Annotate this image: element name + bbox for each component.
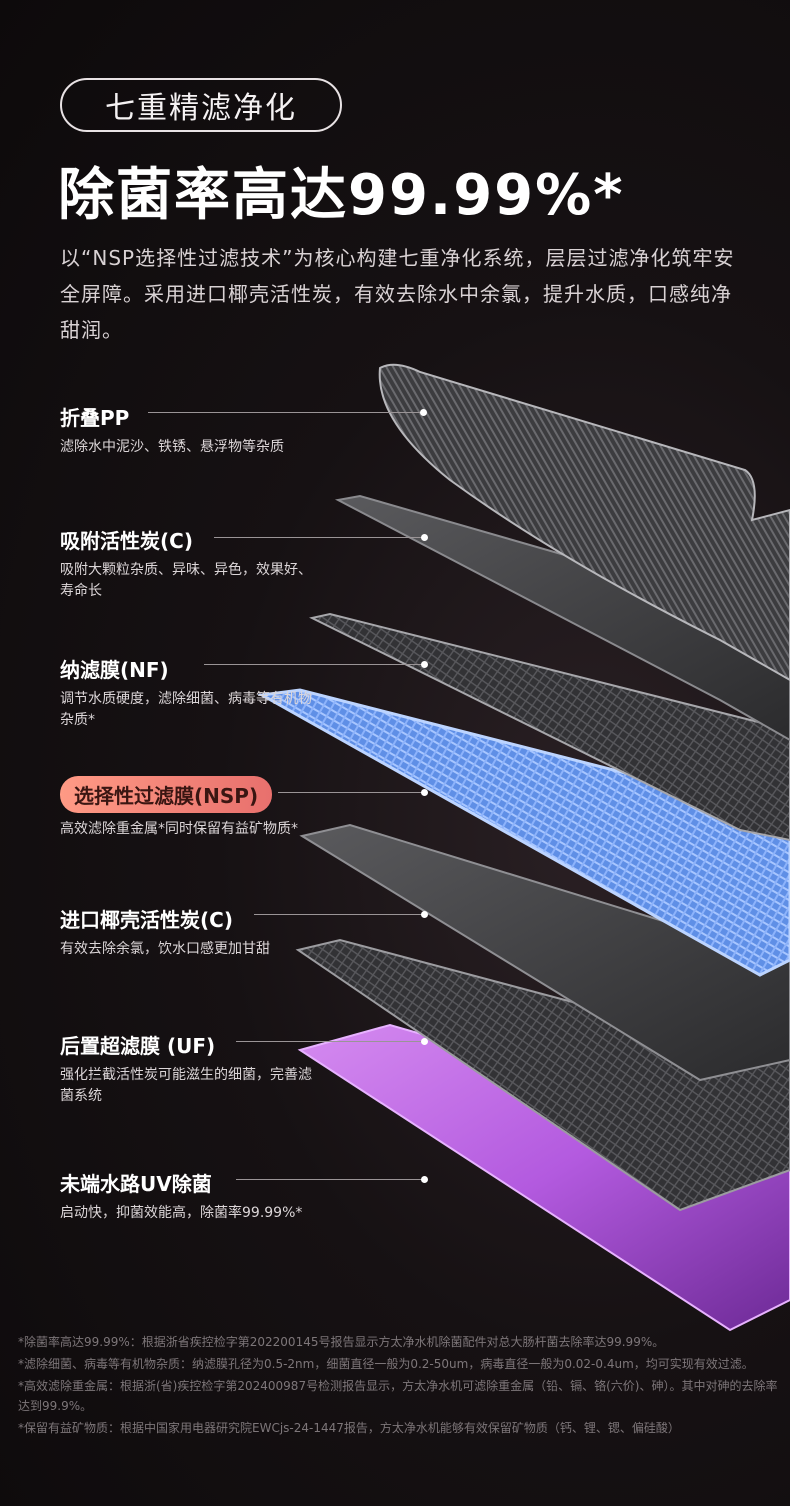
label-activated-carbon-desc: 吸附大颗粒杂质、异味、异色，效果好、寿命长 [60, 562, 312, 599]
layer-activated-carbon [334, 494, 790, 742]
label-uf-desc: 强化拦截活性炭可能滋生的细菌，完善滤菌系统 [60, 1067, 312, 1104]
label-coconut-carbon-desc: 有效去除余氯，饮水口感更加甘甜 [60, 941, 270, 957]
label-activated-carbon-title: 吸附活性炭(C) [60, 529, 193, 553]
leader-dot [420, 409, 427, 416]
label-activated-carbon: 吸附活性炭(C) 吸附大颗粒杂质、异味、异色，效果好、寿命长 [60, 525, 320, 602]
leader-dot [421, 789, 428, 796]
label-nsp-title: 选择性过滤膜(NSP) [60, 776, 273, 813]
label-pp-desc: 滤除水中泥沙、铁锈、悬浮物等杂质 [60, 439, 284, 455]
footnote: *除菌率高达99.99%：根据浙省疾控检字第202200145号报告显示方太净水… [18, 1335, 665, 1349]
label-nsp: 选择性过滤膜(NSP) 高效滤除重金属*同时保留有益矿物质* [60, 776, 320, 840]
label-uv: 未端水路UV除菌 启动快，抑菌效能高，除菌率99.99%* [60, 1168, 320, 1224]
layer-pp [378, 363, 790, 682]
leader-dot [421, 911, 428, 918]
layer-uf [295, 938, 790, 1212]
label-uv-desc: 启动快，抑菌效能高，除菌率99.99%* [60, 1205, 303, 1221]
label-coconut-carbon-title: 进口椰壳活性炭(C) [60, 908, 233, 932]
leader-line [214, 537, 424, 538]
footnote: *高效滤除重金属：根据浙(省)疾控检字第202400987号检测报告显示，方太净… [18, 1379, 778, 1413]
layer-nsp [257, 688, 790, 977]
label-pp-title: 折叠PP [60, 406, 130, 430]
leader-line [148, 412, 423, 413]
page-title: 除菌率高达99.99%* [58, 163, 625, 228]
leader-line [254, 914, 424, 915]
footnote: *滤除细菌、病毒等有机物杂质：纳滤膜孔径为0.5-2nm，细菌直径一般为0.2-… [18, 1357, 754, 1371]
intro-paragraph: 以“NSP选择性过滤技术”为核心构建七重净化系统，层层过滤净化筑牢安全屏障。采用… [60, 246, 735, 342]
layer-coconut-carbon [299, 823, 790, 1082]
layer-nf [309, 612, 790, 842]
label-coconut-carbon: 进口椰壳活性炭(C) 有效去除余氯，饮水口感更加甘甜 [60, 904, 320, 960]
leader-dot [421, 1176, 428, 1183]
leader-dot [421, 534, 428, 541]
leader-dot [421, 1038, 428, 1045]
footnotes: *除菌率高达99.99%：根据浙省疾控检字第202200145号报告显示方太净水… [18, 1332, 778, 1440]
section-badge: 七重精滤净化 [60, 78, 342, 132]
layer-uv [297, 1023, 790, 1332]
label-nf: 纳滤膜(NF) 调节水质硬度，滤除细菌、病毒等有机物杂质* [60, 654, 320, 731]
leader-line [204, 664, 424, 665]
label-uv-title: 未端水路UV除菌 [60, 1172, 212, 1196]
label-uf: 后置超滤膜 (UF) 强化拦截活性炭可能滋生的细菌，完善滤菌系统 [60, 1030, 320, 1107]
label-nf-desc: 调节水质硬度，滤除细菌、病毒等有机物杂质* [60, 691, 312, 728]
label-nf-title: 纳滤膜(NF) [60, 658, 169, 682]
label-uf-title: 后置超滤膜 (UF) [60, 1034, 216, 1058]
leader-line [236, 1179, 424, 1180]
label-pp: 折叠PP 滤除水中泥沙、铁锈、悬浮物等杂质 [60, 402, 320, 458]
leader-dot [421, 661, 428, 668]
leader-line [236, 1041, 424, 1042]
label-nsp-desc: 高效滤除重金属*同时保留有益矿物质* [60, 821, 298, 837]
leader-line [278, 792, 424, 793]
footnote: *保留有益矿物质：根据中国家用电器研究院EWCjs-24-1447报告，方太净水… [18, 1421, 680, 1435]
